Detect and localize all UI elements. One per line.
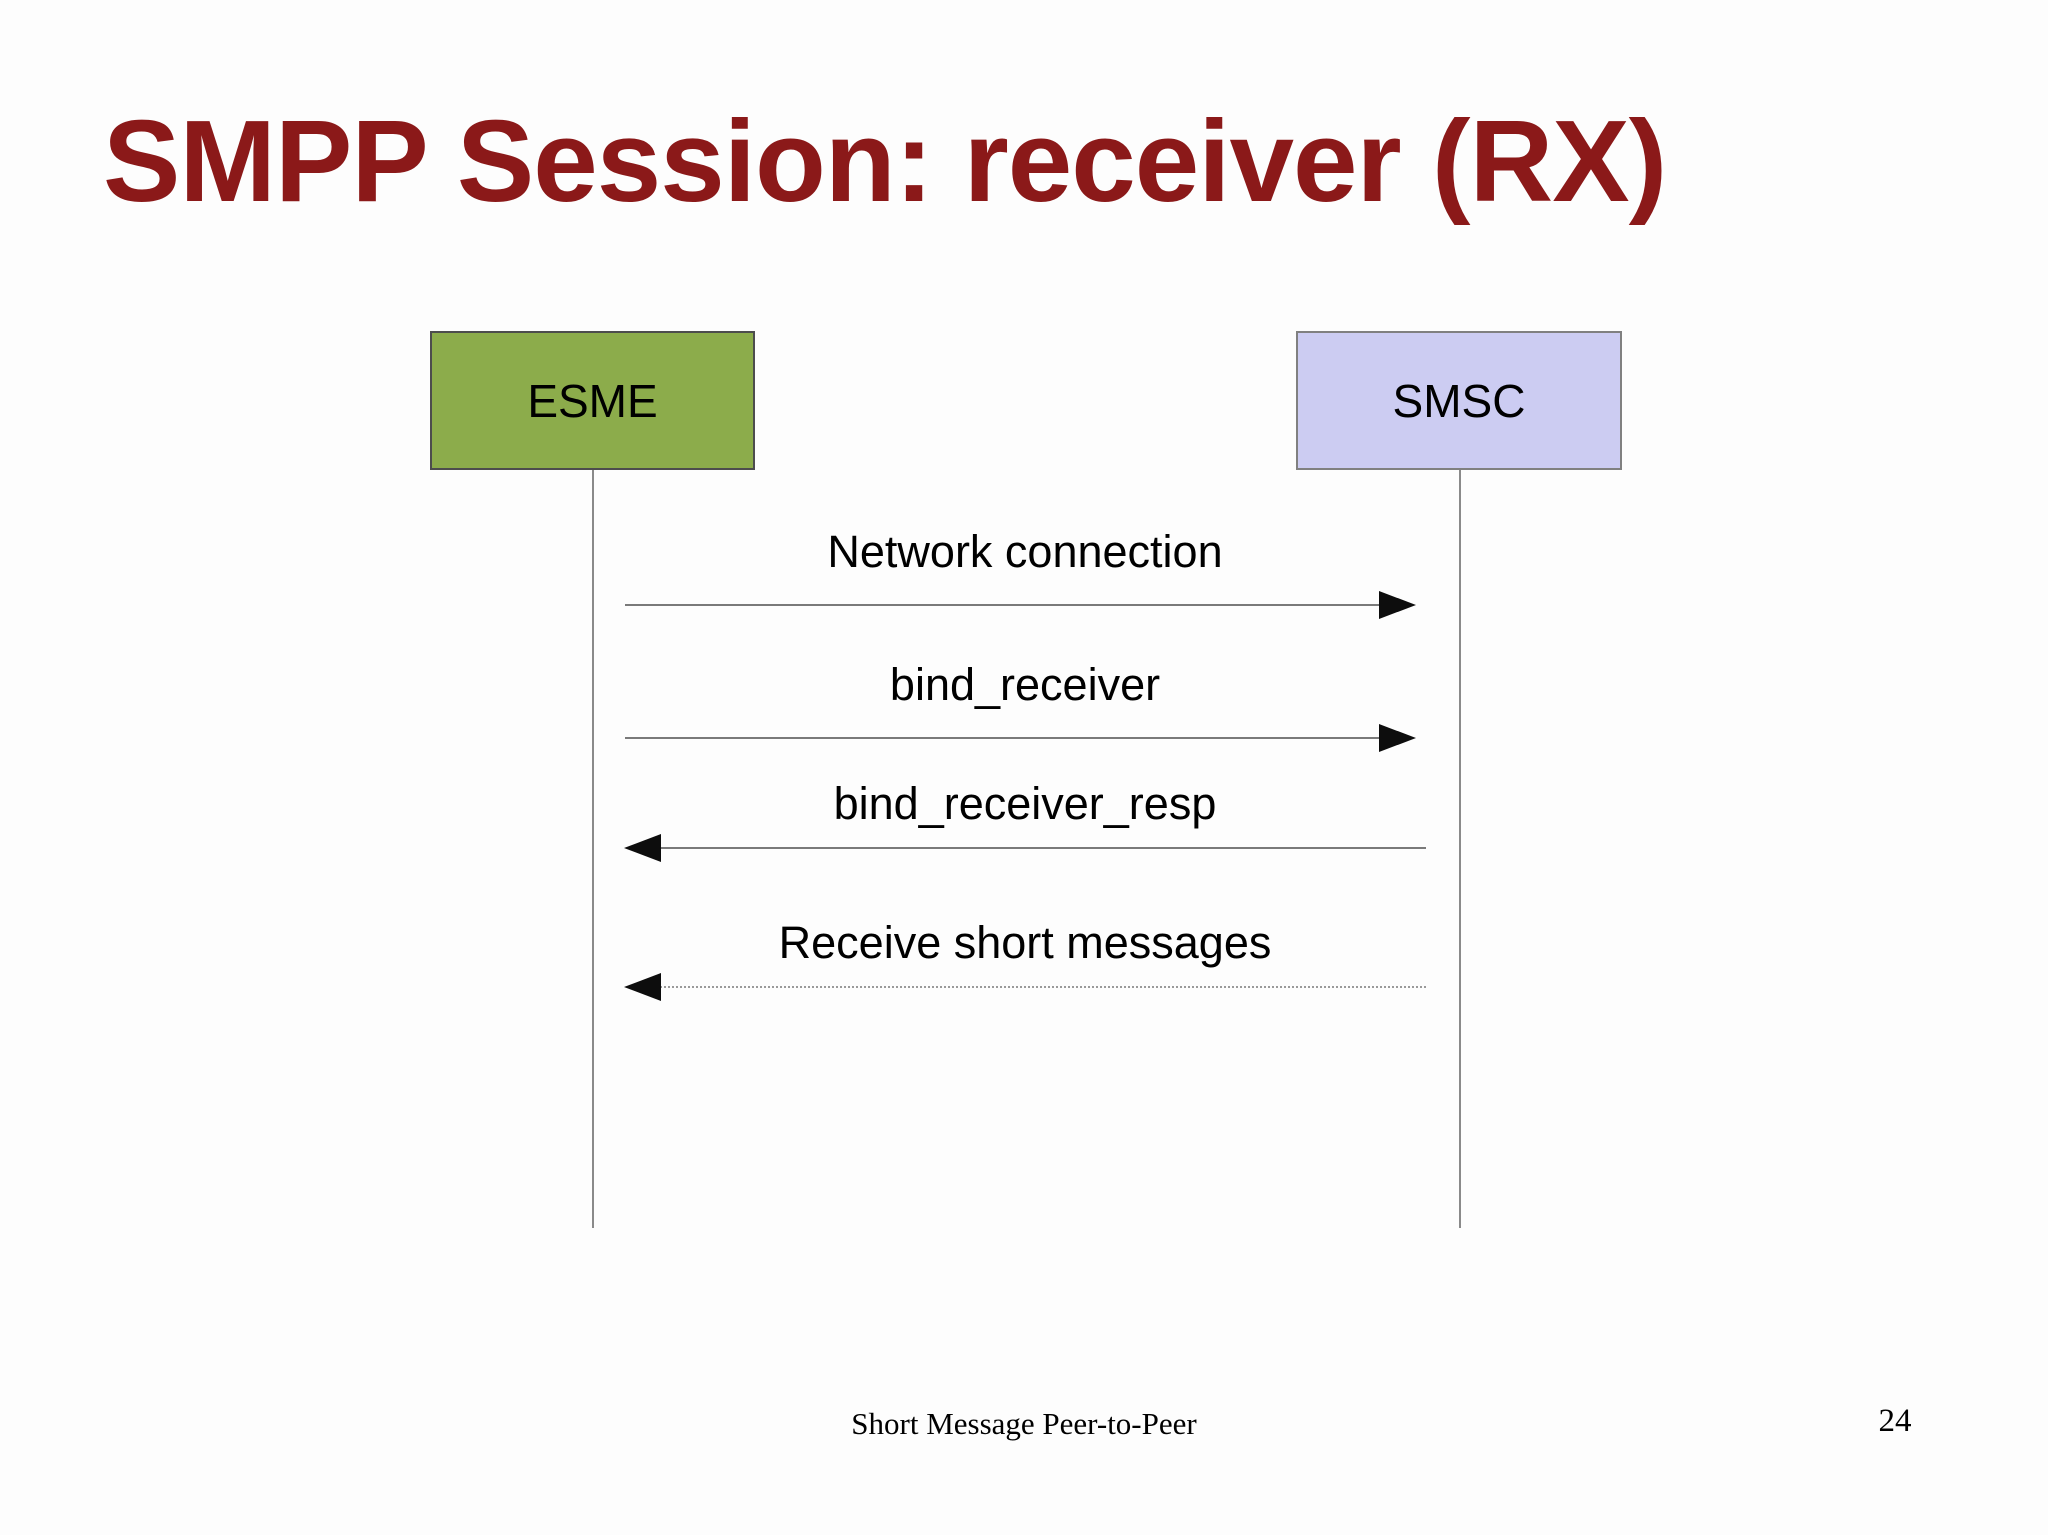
lifeline-smsc bbox=[1459, 470, 1461, 1228]
message-label-bind-receiver: bind_receiver bbox=[889, 659, 1161, 710]
page-number: 24 bbox=[1878, 1403, 1912, 1439]
message-line-network-connection bbox=[625, 604, 1381, 606]
message-label-bind-receiver-resp: bind_receiver_resp bbox=[833, 778, 1217, 829]
message-line-bind-receiver-resp bbox=[660, 847, 1426, 849]
message-line-receive-short-messages bbox=[660, 986, 1426, 988]
actor-label-smsc: SMSC bbox=[1392, 374, 1526, 427]
actor-box-esme: ESME bbox=[430, 331, 755, 470]
message-label-network-connection: Network connection bbox=[827, 526, 1223, 577]
message-line-bind-receiver bbox=[625, 737, 1381, 739]
arrowhead-left-icon bbox=[624, 973, 661, 1001]
lifeline-esme bbox=[592, 470, 594, 1228]
message-label-receive-short-messages: Receive short messages bbox=[778, 917, 1272, 968]
page-title: SMPP Session: receiver (RX) bbox=[103, 96, 1667, 226]
footer-title: Short Message Peer-to-Peer bbox=[851, 1406, 1197, 1441]
arrowhead-left-icon bbox=[624, 834, 661, 862]
actor-label-esme: ESME bbox=[527, 374, 658, 427]
arrowhead-right-icon bbox=[1379, 724, 1416, 752]
arrowhead-right-icon bbox=[1379, 591, 1416, 619]
actor-box-smsc: SMSC bbox=[1296, 331, 1622, 470]
